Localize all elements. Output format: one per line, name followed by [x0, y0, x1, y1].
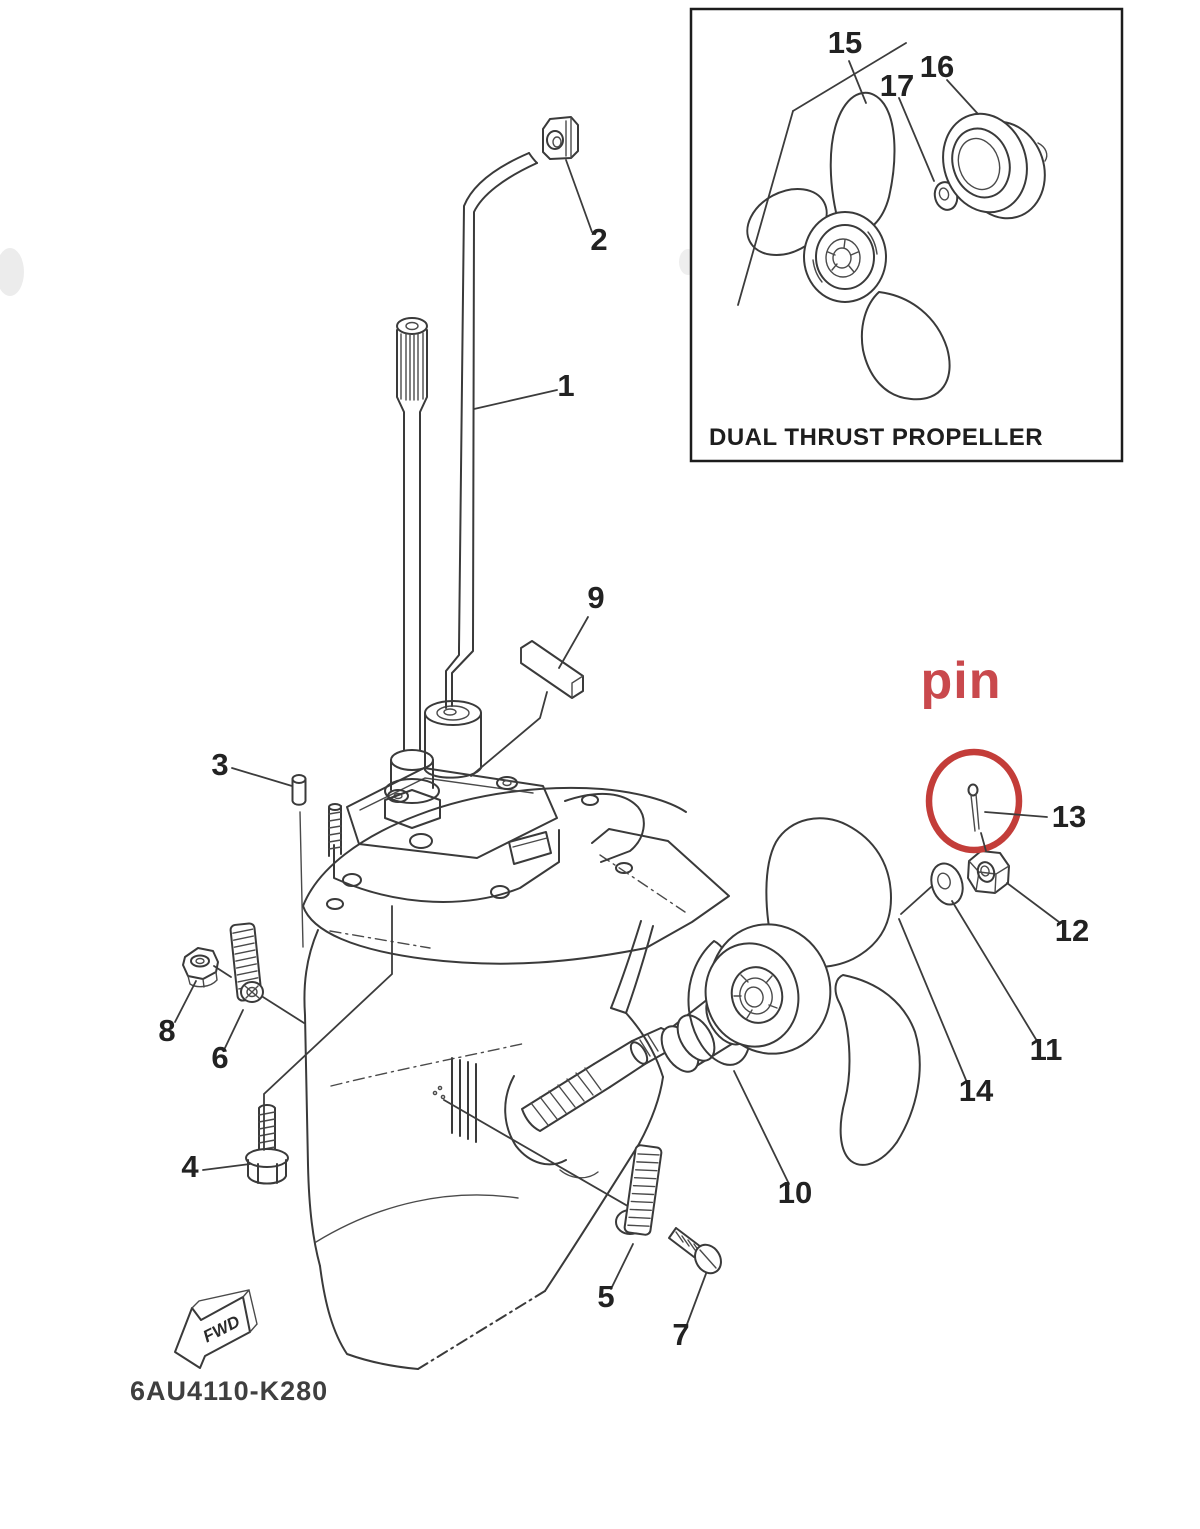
part-5-anode-plate: [615, 1144, 663, 1236]
gearcase-drawing: [302, 700, 730, 1370]
propeller-shaft: [521, 1027, 685, 1132]
part-label-1: 1: [557, 368, 574, 403]
part-label-5: 5: [597, 1279, 614, 1314]
part-1-shift-rod: [445, 152, 538, 709]
part-label-7: 7: [672, 1317, 689, 1352]
part-2-rod-cap: [542, 116, 579, 160]
part-label-13: 13: [1052, 799, 1086, 834]
part-7-screw: [668, 1227, 722, 1275]
part-label-8: 8: [158, 1013, 175, 1048]
part-3-dowel-pin: [291, 774, 307, 948]
part-14-propeller: [687, 817, 921, 1166]
part-8-nut: [182, 947, 219, 988]
part-4-bolt: [245, 1104, 289, 1185]
part-label-10: 10: [778, 1175, 812, 1210]
fwd-direction-arrow: FWD: [174, 1289, 258, 1369]
part-label-11: 11: [1030, 1032, 1063, 1067]
pin-annotation-text: pin: [921, 652, 1002, 710]
part-11-washer: [930, 862, 964, 906]
part-6-washer-screw: [240, 981, 264, 1003]
part-label-9: 9: [587, 580, 604, 615]
part-number-labels: 1 2 3 4 5 6 7 8 9 10 11 12 13 14: [158, 222, 1089, 1352]
inset-panel: 15 16 17 DUAL THRUST PROPELLER: [689, 7, 1124, 463]
part-9-key: [520, 640, 584, 699]
red-highlight-circle: [925, 748, 1023, 854]
part-label-16: 16: [920, 49, 954, 84]
part-label-4: 4: [181, 1149, 199, 1184]
part-label-2: 2: [590, 222, 607, 257]
part-label-6: 6: [211, 1040, 228, 1075]
part-13-cotter-pin: [967, 783, 980, 832]
part-label-15: 15: [828, 25, 862, 60]
part-label-17: 17: [880, 68, 914, 103]
part-12-prop-nut: [967, 850, 1010, 894]
red-annotation: pin: [921, 652, 1023, 854]
leader-lines: [174, 159, 1060, 1328]
inset-caption: DUAL THRUST PROPELLER: [709, 424, 1043, 451]
part-label-3: 3: [211, 747, 228, 782]
part-label-12: 12: [1055, 913, 1089, 948]
drawing-code: 6AU4110-K280: [130, 1376, 328, 1406]
part-label-14: 14: [959, 1073, 994, 1108]
driveshaft: [396, 317, 428, 751]
inset-border: [689, 7, 1124, 463]
